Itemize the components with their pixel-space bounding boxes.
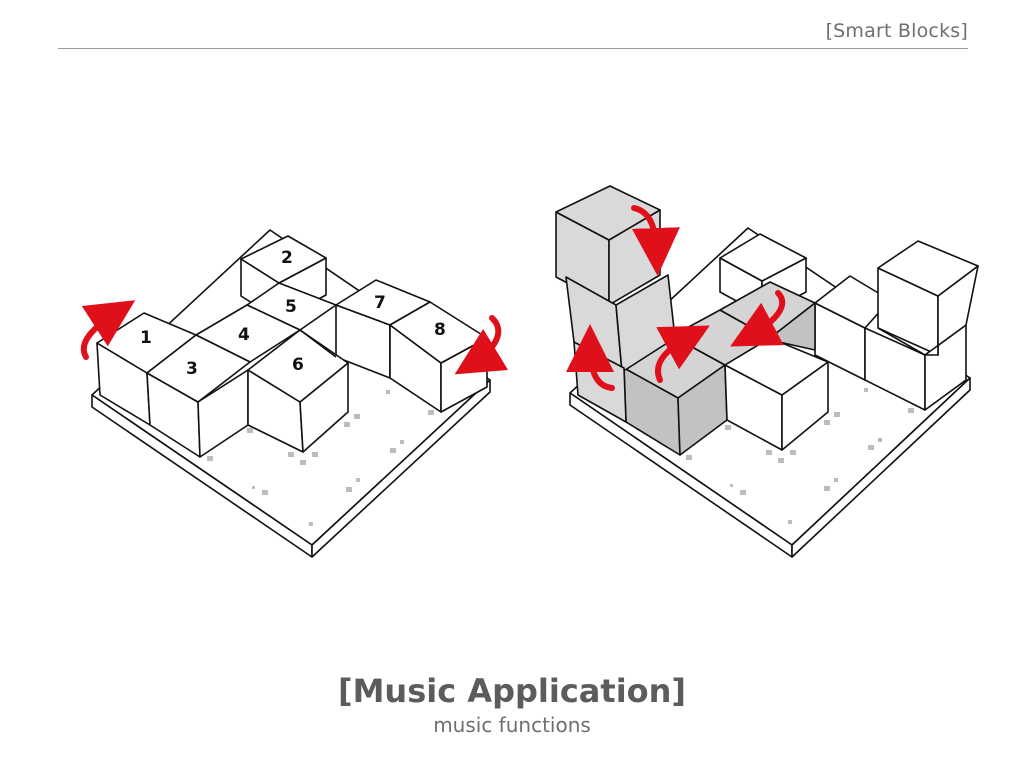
right-scene <box>555 185 979 558</box>
block-label-5: 5 <box>285 297 297 317</box>
board-dots-right <box>686 388 914 524</box>
left-scene <box>80 229 509 558</box>
arrow-row-left <box>730 290 786 347</box>
arrow-row-right <box>655 325 710 383</box>
block-right-stack <box>864 240 979 411</box>
rotate-arrow-right <box>454 315 509 375</box>
block-label-4: 4 <box>238 325 250 345</box>
header-divider <box>58 48 968 49</box>
arrow-tower-down <box>631 205 680 276</box>
footer-title: [Music Application] <box>337 672 687 710</box>
arrow-tower-up <box>566 324 615 391</box>
block-label-1: 1 <box>140 328 152 348</box>
block-label-6: 6 <box>292 355 304 375</box>
block-label-3: 3 <box>186 359 198 379</box>
header-label: [Smart Blocks] <box>825 20 968 42</box>
board-dots-left <box>207 390 434 526</box>
block-label-7: 7 <box>374 293 386 313</box>
block-right-back <box>814 275 891 381</box>
block-label-8: 8 <box>434 320 446 340</box>
footer-subtitle: music functions <box>433 713 591 737</box>
block-3 <box>146 334 251 458</box>
block-front-white <box>724 337 829 451</box>
block-label-2: 2 <box>281 248 293 268</box>
rotate-arrow-left <box>80 300 136 360</box>
